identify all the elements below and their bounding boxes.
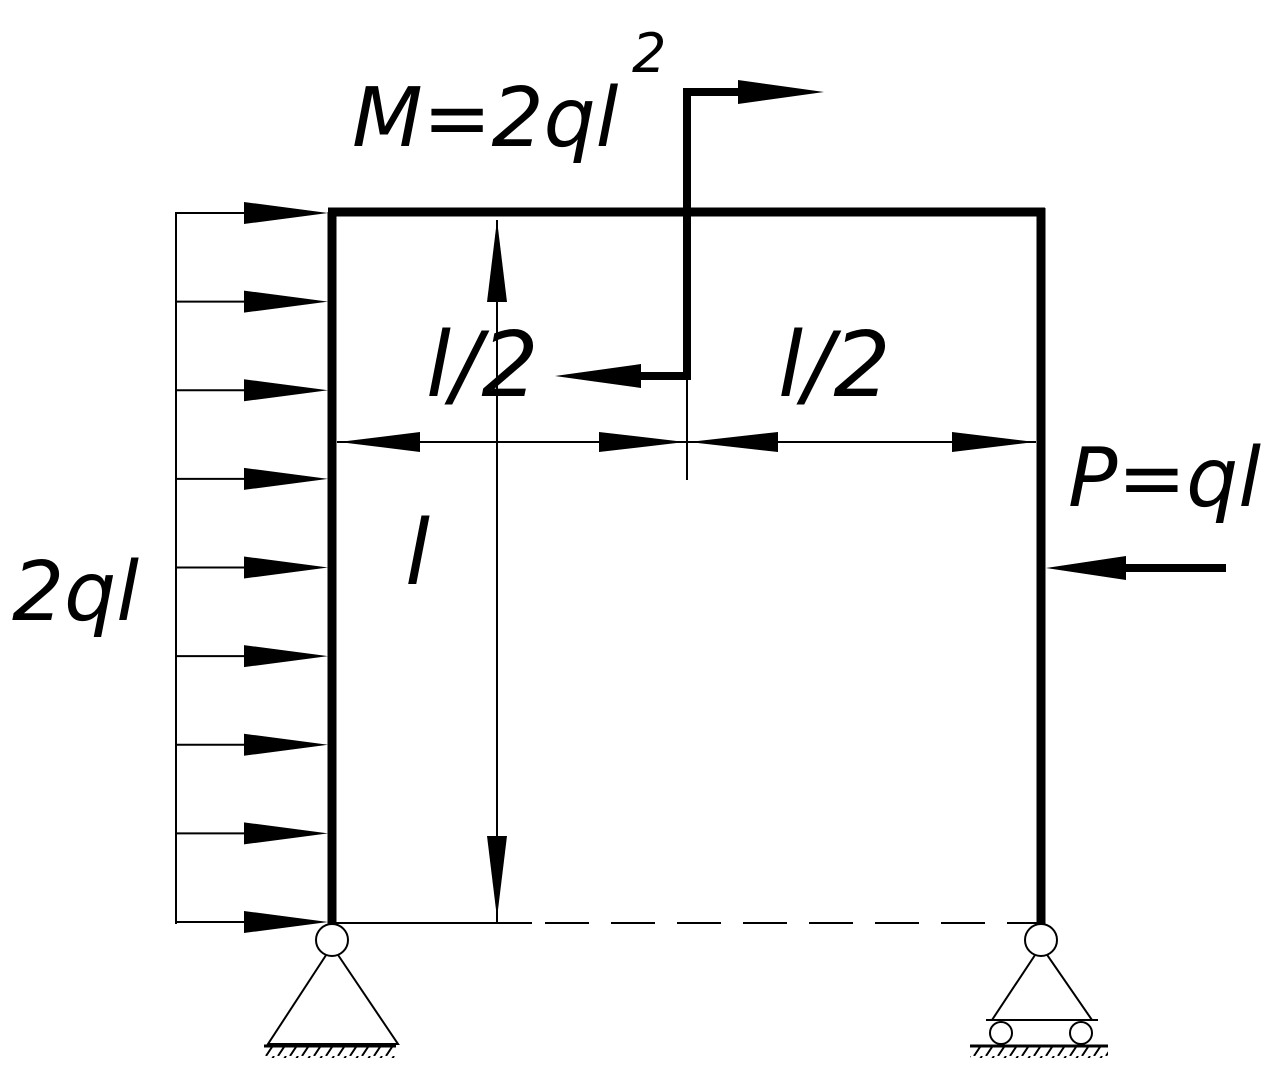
span-dimension bbox=[337, 380, 1036, 480]
height-dimension-arrow-top bbox=[487, 220, 507, 302]
distributed-load bbox=[175, 202, 328, 933]
point-load bbox=[1046, 556, 1226, 580]
height-dimension bbox=[487, 220, 507, 924]
distributed-load-arrows bbox=[176, 202, 328, 933]
distributed-load-arrowhead bbox=[244, 733, 328, 756]
distributed-load-arrowhead bbox=[244, 645, 328, 668]
labels: M=2ql 2 2ql P=ql l/2 l/2 l bbox=[12, 22, 1261, 640]
span-arrow-left-end bbox=[599, 432, 685, 452]
span-arrow-left-start bbox=[339, 432, 420, 452]
point-load-arrowhead bbox=[1046, 556, 1126, 580]
right-support-roller-right bbox=[1069, 1021, 1093, 1045]
distributed-load-arrowhead bbox=[244, 556, 328, 579]
height-dimension-arrow-bottom bbox=[487, 836, 507, 918]
right-support-triangle bbox=[990, 944, 1094, 1021]
span-arrow-right-end bbox=[952, 432, 1035, 452]
distributed-load-arrowhead bbox=[244, 911, 328, 933]
left-support-hatch bbox=[264, 1047, 396, 1058]
distributed-load-arrowhead bbox=[244, 822, 328, 845]
moment-load bbox=[555, 80, 824, 388]
distributed-load-arrowhead bbox=[244, 202, 328, 224]
left-support-hinge bbox=[315, 923, 349, 957]
moment-exponent: 2 bbox=[632, 22, 666, 85]
left-support-triangle bbox=[266, 944, 400, 1045]
distributed-load-arrowhead bbox=[244, 379, 328, 402]
moment-arrow-top bbox=[738, 80, 824, 104]
point-load-label: P=ql bbox=[1068, 431, 1261, 526]
moment-label: M=2ql bbox=[352, 71, 619, 166]
right-support-hatch bbox=[970, 1047, 1108, 1058]
right-support-hinge bbox=[1024, 923, 1058, 957]
distributed-load-arrowhead bbox=[244, 467, 328, 490]
distributed-load-label: 2ql bbox=[12, 545, 139, 640]
span-right-label: l/2 bbox=[778, 313, 891, 418]
height-label: l bbox=[405, 501, 430, 606]
moment-arm bbox=[640, 88, 742, 380]
moment-arrow-bottom bbox=[555, 364, 641, 388]
left-pin-support bbox=[264, 923, 400, 1058]
span-arrow-right-start bbox=[689, 432, 778, 452]
right-roller-support bbox=[970, 923, 1108, 1058]
right-support-roller-left bbox=[989, 1021, 1013, 1045]
span-left-label: l/2 bbox=[426, 313, 539, 418]
distributed-load-arrowhead bbox=[244, 290, 328, 313]
